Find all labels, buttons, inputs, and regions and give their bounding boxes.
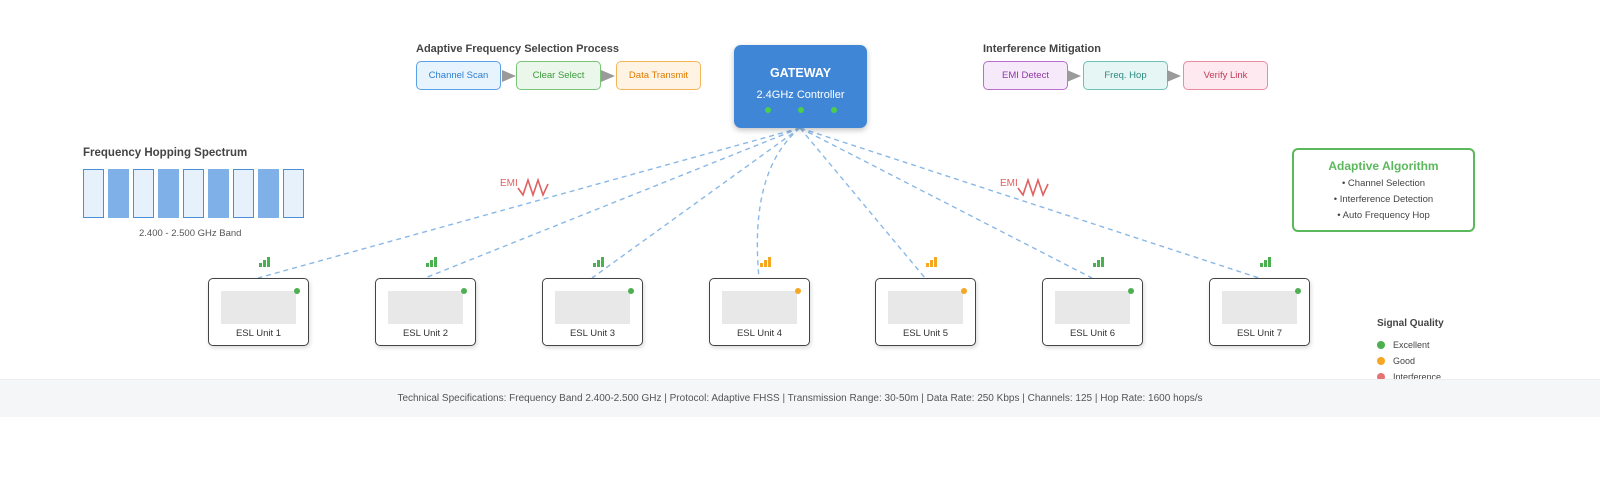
status-led-icon [831, 107, 837, 113]
channel-scan-step: Channel Scan [416, 61, 501, 90]
clear-select-step: Clear Select [516, 61, 601, 90]
status-led-icon [765, 107, 771, 113]
channel-bar [83, 169, 104, 218]
algorithm-title: Adaptive Algorithm [1328, 159, 1439, 173]
esl-label: ESL Unit 4 [736, 328, 783, 339]
esl-unit: ESL Unit 1 [208, 278, 309, 346]
esl-label: ESL Unit 3 [569, 328, 616, 339]
esl-screen [722, 291, 797, 324]
verify-link-step: Verify Link [1183, 61, 1268, 90]
gateway-title: GATEWAY [769, 66, 832, 80]
channel-bar [158, 169, 179, 218]
link-line [799, 127, 1093, 279]
band-label: 2.400 - 2.500 GHz Band [139, 228, 242, 239]
signal-bars-icon [1260, 255, 1276, 267]
esl-unit: ESL Unit 2 [375, 278, 476, 346]
esl-unit: ESL Unit 6 [1042, 278, 1143, 346]
freq-hop-step: Freq. Hop [1083, 61, 1168, 90]
link-line [257, 127, 801, 279]
interference-dot-icon [1377, 373, 1385, 380]
link-line [799, 127, 926, 279]
status-dot-icon [628, 288, 634, 294]
gateway-subtitle: 2.4GHz Controller [756, 89, 845, 101]
channel-bar [233, 169, 254, 218]
good-dot-icon [1377, 357, 1385, 365]
status-dot-icon [294, 288, 300, 294]
algorithm-item: • Channel Selection [1341, 178, 1426, 189]
legend-item-good: Good [1377, 353, 1497, 369]
link-line [756, 127, 801, 279]
arrow-icon [1067, 70, 1081, 82]
esl-unit: ESL Unit 3 [542, 278, 643, 346]
link-line [591, 127, 801, 279]
esl-label: ESL Unit 7 [1236, 328, 1283, 339]
esl-unit: ESL Unit 7 [1209, 278, 1310, 346]
link-line [424, 127, 801, 279]
data-transmit-step: Data Transmit [616, 61, 701, 90]
status-dot-icon [795, 288, 801, 294]
legend-item-interference: Interference [1377, 369, 1497, 380]
esl-screen [1222, 291, 1297, 324]
esl-unit: ESL Unit 5 [875, 278, 976, 346]
algorithm-item: • Interference Detection [1333, 194, 1434, 205]
signal-bars-icon [426, 255, 442, 267]
status-dot-icon [461, 288, 467, 294]
spectrum-title: Frequency Hopping Spectrum [83, 147, 248, 159]
esl-screen [1055, 291, 1130, 324]
emi-label: EMI [1000, 178, 1018, 189]
esl-screen [888, 291, 963, 324]
legend-item-excellent: Excellent [1377, 337, 1497, 353]
emi-detect-step: EMI Detect [983, 61, 1068, 90]
channel-bar [183, 169, 204, 218]
status-dot-icon [1128, 288, 1134, 294]
channel-bar [208, 169, 229, 218]
adaptive-algorithm-box: Adaptive Algorithm • Channel Selection •… [1292, 148, 1475, 232]
signal-bars-icon [760, 255, 776, 267]
status-dot-icon [961, 288, 967, 294]
signal-bars-icon [593, 255, 609, 267]
excellent-dot-icon [1377, 341, 1385, 349]
channel-bar [108, 169, 129, 218]
channel-bar [283, 169, 304, 218]
status-dot-icon [1295, 288, 1301, 294]
esl-label: ESL Unit 6 [1069, 328, 1116, 339]
esl-screen [388, 291, 463, 324]
arrow-icon [601, 70, 615, 82]
signal-bars-icon [1093, 255, 1109, 267]
interference-title: Interference Mitigation [983, 43, 1101, 55]
channel-bar [133, 169, 154, 218]
esl-label: ESL Unit 2 [402, 328, 449, 339]
link-line [799, 127, 1260, 279]
emi-label: EMI [500, 178, 518, 189]
emi-wave-icon [1017, 177, 1049, 198]
esl-screen [221, 291, 296, 324]
esl-label: ESL Unit 1 [235, 328, 282, 339]
channel-bar [258, 169, 279, 218]
emi-wave-icon [517, 177, 549, 198]
algorithm-item: • Auto Frequency Hop [1337, 210, 1430, 221]
status-led-icon [798, 107, 804, 113]
esl-screen [555, 291, 630, 324]
arrow-icon [1167, 70, 1181, 82]
esl-label: ESL Unit 5 [902, 328, 949, 339]
afs-title: Adaptive Frequency Selection Process [416, 43, 619, 55]
technical-specifications: Technical Specifications: Frequency Band… [0, 379, 1600, 417]
signal-bars-icon [259, 255, 275, 267]
esl-unit: ESL Unit 4 [709, 278, 810, 346]
arrow-icon [502, 70, 516, 82]
signal-quality-legend: Signal Quality Excellent Good Interferen… [1377, 318, 1497, 380]
gateway-node: GATEWAY 2.4GHz Controller [734, 45, 867, 128]
legend-title: Signal Quality [1377, 318, 1444, 329]
signal-bars-icon [926, 255, 942, 267]
